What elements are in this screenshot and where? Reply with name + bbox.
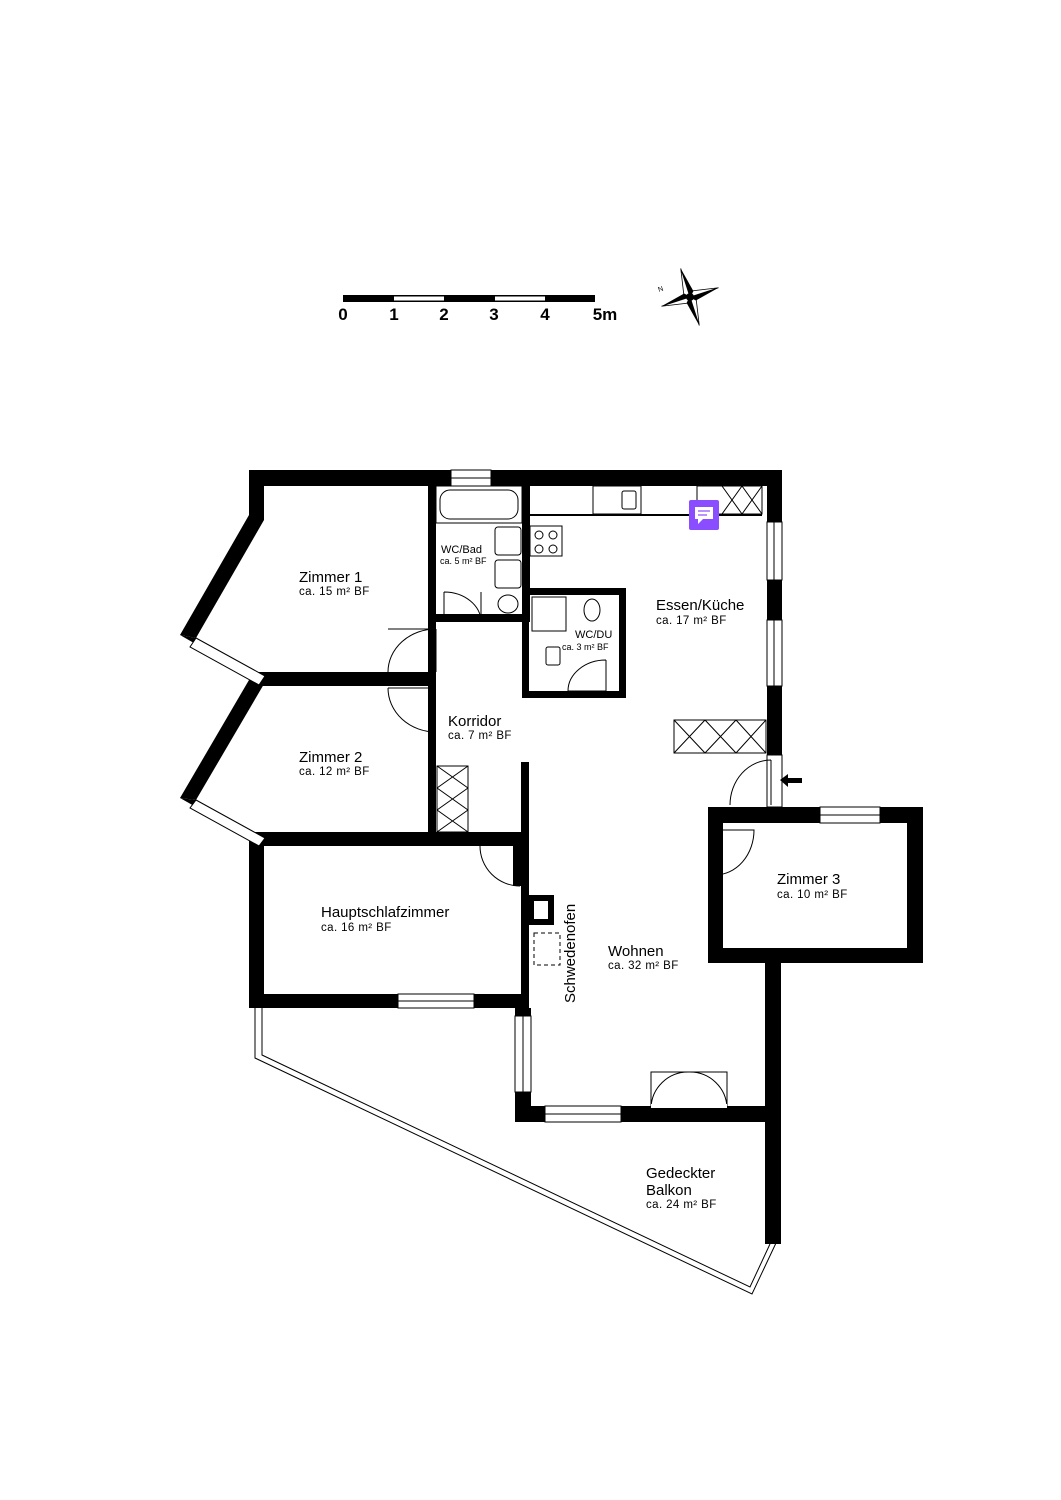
room-labels: Zimmer 1 ca. 15 m² BF Zimmer 2 ca. 12 m²… [299,544,848,1211]
scale-bar: 0 1 2 3 4 5m [338,295,617,324]
scale-label-2: 2 [439,305,448,324]
windows [189,469,881,1123]
room-area-wcbad: ca. 5 m² BF [440,556,487,566]
room-area-korridor: ca. 7 m² BF [448,730,512,742]
room-area-wohnen: ca. 32 m² BF [608,960,679,972]
walls [180,470,923,1244]
room-name-zimmer3: Zimmer 3 [777,871,840,888]
room-area-zimmer2: ca. 12 m² BF [299,766,370,778]
room-area-wcdu: ca. 3 m² BF [562,642,609,652]
scale-label-4: 4 [540,305,550,324]
compass-north-label: N [657,286,664,294]
scale-label-0: 0 [338,305,347,324]
room-name-zimmer1: Zimmer 1 [299,569,362,586]
fixtures [435,485,802,966]
room-area-essen: ca. 17 m² BF [656,615,727,627]
room-area-zimmer3: ca. 10 m² BF [777,889,848,901]
room-area-zimmer1: ca. 15 m² BF [299,586,370,598]
room-area-balkon: ca. 24 m² BF [646,1199,717,1211]
room-name-zimmer2: Zimmer 2 [299,749,362,766]
room-name-essen: Essen/Küche [656,597,744,614]
scale-label-1: 1 [389,305,398,324]
doors [387,591,772,1109]
room-name-balkon-line2: Balkon [646,1182,692,1199]
balcony-outline [254,1008,777,1295]
room-name-wcdu: WC/DU [575,629,612,641]
chat-bubble-icon[interactable] [689,500,719,530]
compass-rose-icon [661,268,719,326]
room-area-haupt: ca. 16 m² BF [321,922,392,934]
room-name-korridor: Korridor [448,713,501,730]
scale-label-5m: 5m [593,305,618,324]
stove-label: Schwedenofen [562,904,579,1003]
room-name-wcbad: WC/Bad [441,544,482,556]
room-name-wohnen: Wohnen [608,943,664,960]
room-name-balkon-line1: Gedeckter [646,1165,715,1182]
scale-label-3: 3 [489,305,498,324]
room-name-haupt: Hauptschlafzimmer [321,904,449,921]
